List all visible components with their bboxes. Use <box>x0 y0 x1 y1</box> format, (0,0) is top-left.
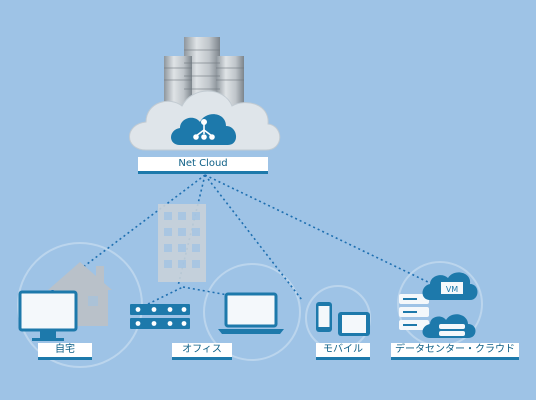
network-links <box>49 174 431 305</box>
node-label-home: 自宅 <box>38 343 92 360</box>
vm-badge: VM <box>446 285 458 294</box>
node-label-mobile: モバイル <box>316 343 370 360</box>
tablet-icon <box>338 312 370 336</box>
node-label-datacenter: データセンター・クラウド <box>391 343 519 360</box>
server-stack-icon <box>399 294 429 330</box>
cloud-label: Net Cloud <box>138 157 268 174</box>
network-switch-icon <box>130 304 190 329</box>
desktop-monitor-icon <box>18 290 78 341</box>
node-label-office: オフィス <box>172 343 232 360</box>
office-building-icon <box>158 204 206 282</box>
smartphone-icon <box>316 302 332 332</box>
laptop-icon <box>218 292 284 334</box>
vm-cloud-icon <box>422 272 478 338</box>
cloud-network-icon <box>171 114 237 145</box>
server-rack-icon <box>164 37 244 108</box>
